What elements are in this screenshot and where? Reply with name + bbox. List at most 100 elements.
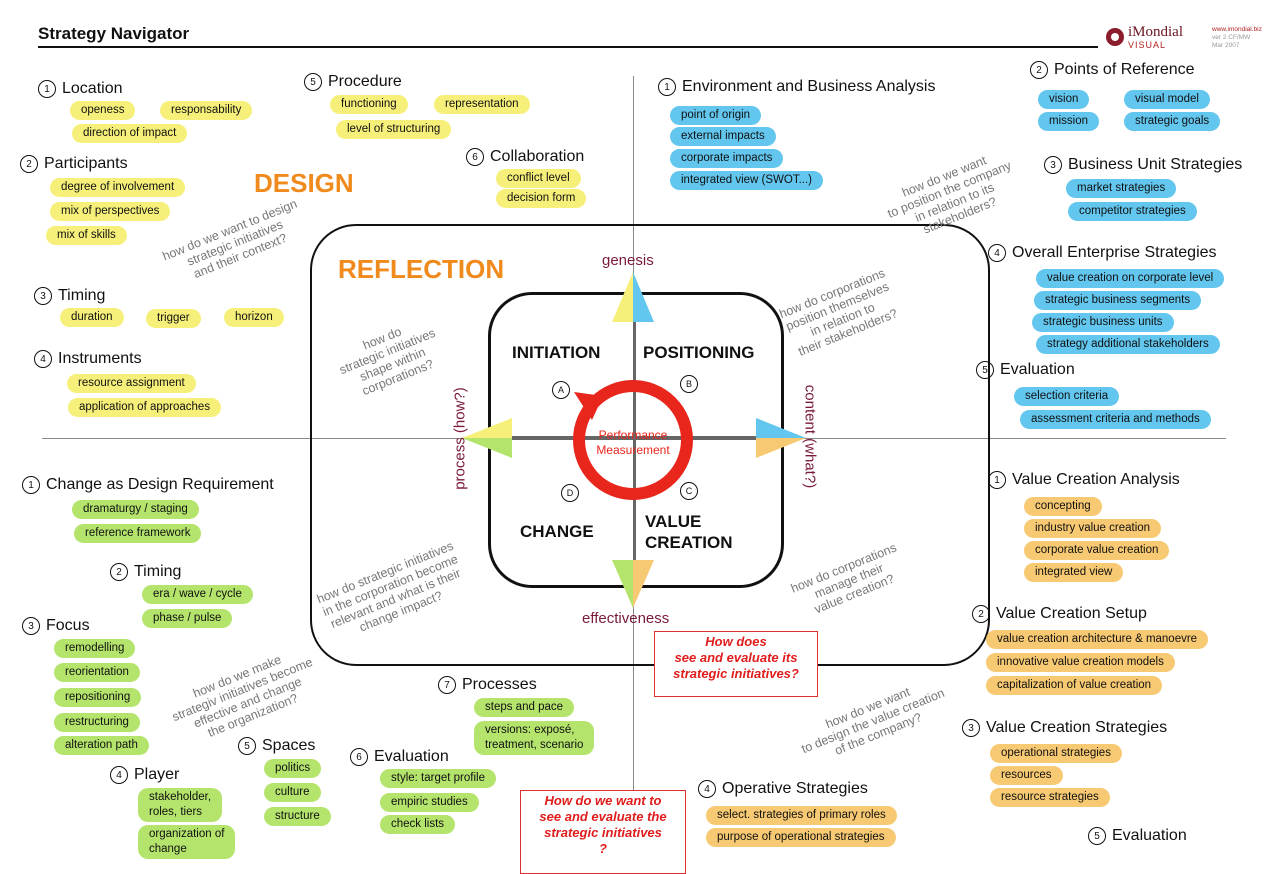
section-number: 5 (1088, 827, 1106, 845)
tag: alteration path (54, 736, 149, 755)
section-title: Evaluation (1112, 827, 1187, 844)
meta-url: www.imondial.biz (1212, 26, 1262, 33)
meta-version: ver 2 CF/MW (1212, 34, 1251, 41)
section-number: 5 (238, 737, 256, 755)
performance-cycle-icon (573, 380, 693, 500)
section-title: Change as Design Requirement (46, 476, 274, 493)
section-title: Participants (44, 155, 128, 172)
tag: remodelling (54, 639, 136, 658)
section-number: 6 (350, 748, 368, 766)
tag: versions: exposé, treatment, scenario (474, 721, 595, 755)
quadrant-value-creation: VALUE CREATION (645, 512, 733, 552)
section-number: 1 (988, 471, 1006, 489)
tag: style: target profile (380, 769, 496, 788)
section-player: 4 Player (110, 766, 179, 784)
tag: visual model (1124, 90, 1210, 109)
tag: reorientation (54, 663, 140, 682)
section-number: 2 (972, 605, 990, 623)
section-number: 4 (34, 350, 52, 368)
section-number: 4 (988, 244, 1006, 262)
axis-label-content: content (what?) (801, 384, 819, 489)
section-title: Location (62, 80, 123, 97)
tag: era / wave / cycle (142, 585, 253, 604)
arrow-left-top (462, 418, 512, 438)
red-question-box-1: How does see and evaluate its strategic … (654, 631, 818, 697)
tag: openess (70, 101, 136, 120)
tag: phase / pulse (142, 609, 233, 628)
tag: conflict level (496, 169, 581, 188)
quadrant-initiation: INITIATION (512, 343, 601, 362)
section-title: Player (134, 766, 180, 783)
core-vertical-line (633, 292, 636, 588)
tag: resource strategies (990, 788, 1110, 807)
section-change-as-design: 1 Change as Design Requirement (22, 476, 274, 494)
marker-c: C (680, 482, 698, 500)
tag: value creation on corporate level (1036, 269, 1225, 288)
tag: operational strategies (990, 744, 1122, 763)
arrow-left-bottom (462, 438, 512, 458)
tag: market strategies (1066, 179, 1177, 198)
tag: direction of impact (72, 124, 188, 143)
meta-date: Mar 2007 (1212, 42, 1240, 49)
tag: culture (264, 783, 321, 802)
section-evaluation-bottom-right: 5 Evaluation (1088, 827, 1187, 845)
section-number: 1 (22, 476, 40, 494)
tag: degree of involvement (50, 178, 186, 197)
tag: vision (1038, 90, 1090, 109)
axis-label-effectiveness: effectiveness (582, 610, 670, 627)
quadrant-positioning: POSITIONING (643, 343, 755, 362)
arrow-right-bottom (756, 438, 806, 458)
performance-measurement-label: Performance Measurement (596, 428, 670, 457)
tag: reference framework (74, 524, 202, 543)
tag: level of structuring (336, 120, 452, 139)
tag: strategic business units (1032, 313, 1174, 332)
meta-info: www.imondial.biz ver 2 CF/MW Mar 2007 (1212, 26, 1262, 50)
section-title: Spaces (262, 737, 316, 754)
section-title: Points of Reference (1054, 61, 1195, 78)
section-number: 4 (110, 766, 128, 784)
section-spaces: 5 Spaces (238, 737, 315, 755)
section-title: Value Creation Analysis (1012, 471, 1180, 488)
tag: value creation architecture & manoevre (986, 630, 1209, 649)
section-number: 3 (962, 719, 980, 737)
section-title: Value Creation Strategies (986, 719, 1168, 736)
arrow-down-right (633, 560, 654, 608)
arrow-down-left (612, 560, 633, 608)
tag: external impacts (670, 127, 776, 146)
tag: concepting (1024, 497, 1102, 516)
tag: selection criteria (1014, 387, 1120, 406)
logo: iMondial VISUAL (1106, 24, 1206, 54)
core-horizontal-line (488, 436, 784, 440)
tag: decision form (496, 189, 587, 208)
section-number: 4 (698, 780, 716, 798)
tag: resources (990, 766, 1063, 785)
tag: stakeholder, roles, tiers (138, 788, 223, 822)
tag: empiric studies (380, 793, 479, 812)
reflection-label: REFLECTION (338, 254, 505, 284)
section-title: Collaboration (490, 148, 585, 165)
tag: purpose of operational strategies (706, 828, 896, 847)
tag: structure (264, 807, 331, 826)
tag: responsability (160, 101, 253, 120)
section-number: 3 (22, 617, 40, 635)
marker-d: D (561, 484, 579, 502)
tag: repositioning (54, 688, 142, 707)
marker-b: B (680, 375, 698, 393)
section-title: Evaluation (374, 748, 449, 765)
tag: mix of perspectives (50, 202, 171, 221)
reflection-frame (310, 224, 990, 666)
section-value-creation-analysis: 1 Value Creation Analysis (988, 471, 1180, 489)
tag: duration (60, 308, 124, 327)
section-title: Business Unit Strategies (1068, 156, 1243, 173)
tag: resource assignment (67, 374, 196, 393)
